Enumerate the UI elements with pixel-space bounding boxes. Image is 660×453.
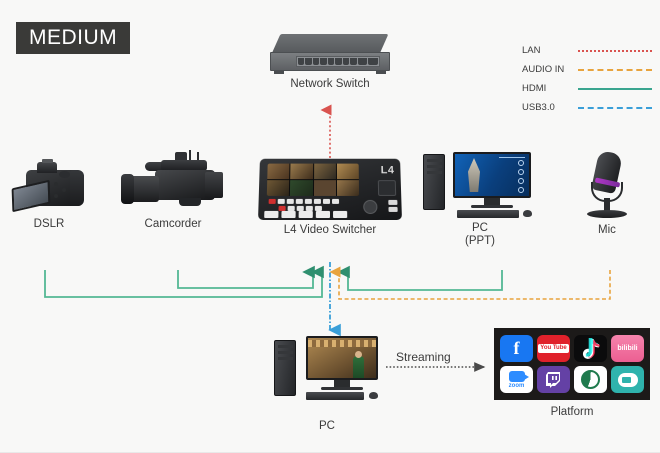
zoom-icon[interactable]: zoom <box>500 366 533 393</box>
wecast-icon[interactable] <box>574 366 607 393</box>
legend-item-hdmi: HDMI <box>522 79 652 98</box>
node-dslr[interactable]: DSLR <box>6 158 92 231</box>
legend-label-hdmi: HDMI <box>522 83 547 94</box>
legend-line-lan <box>578 50 652 52</box>
legend-item-lan: LAN <box>522 41 652 60</box>
node-label-camcorder: Camcorder <box>144 218 202 230</box>
facebook-icon[interactable]: f <box>500 335 533 362</box>
legend-line-audio-in <box>578 69 652 71</box>
node-pc[interactable]: PC <box>272 336 382 433</box>
node-label-mic: Mic <box>598 224 616 236</box>
node-pc-ppt[interactable]: PC (PPT) <box>420 150 540 248</box>
bilibili-glyph: bilibili <box>617 345 638 352</box>
youtube-glyph: You Tube <box>538 344 569 353</box>
twitch-icon[interactable] <box>537 366 570 393</box>
wire-hdmi-dslr-to-switcher <box>44 265 324 298</box>
legend-line-hdmi <box>578 88 652 90</box>
node-mic[interactable]: Mic <box>570 149 644 237</box>
cloud-glyph <box>617 372 638 387</box>
node-label-l4-video-switcher: L4 Video Switcher <box>283 224 377 236</box>
legend-label-usb30: USB3.0 <box>522 102 555 113</box>
node-label-platform: Platform <box>550 406 594 418</box>
zoom-camera-glyph <box>508 370 529 382</box>
twitch-glyph <box>546 371 560 388</box>
video-switcher-icon: L4 <box>258 158 402 221</box>
node-l4-video-switcher[interactable]: L4 L4 Video Switcher <box>256 158 404 237</box>
legend-label-audio-in: AUDIO IN <box>522 64 565 75</box>
node-network-switch[interactable]: Network Switch <box>252 34 408 91</box>
node-label-dslr: DSLR <box>33 218 65 230</box>
camcorder-icon <box>121 150 225 214</box>
wire-hdmi-pcppt-to-switcher <box>337 265 503 291</box>
switcher-logo: L4 <box>380 164 395 177</box>
node-label-pc-ppt: PC (PPT) <box>464 222 496 248</box>
legend-item-audio-in: AUDIO IN <box>522 60 652 79</box>
cloud-icon[interactable] <box>611 366 644 393</box>
legend-label-lan: LAN <box>522 45 541 56</box>
facebook-glyph: f <box>513 337 520 358</box>
tiktok-icon[interactable] <box>574 335 607 362</box>
node-label-network-switch: Network Switch <box>290 78 370 90</box>
platform-app-grid: f You Tube bilibili zoom <box>494 328 650 400</box>
pc-icon <box>272 336 390 404</box>
wire-hdmi-camcorder-to-switcher <box>177 265 315 289</box>
youtube-icon[interactable]: You Tube <box>537 335 570 362</box>
microphone-icon <box>575 149 639 220</box>
node-label-pc: PC <box>319 420 335 432</box>
zoom-wordmark: zoom <box>508 382 525 389</box>
bilibili-icon[interactable]: bilibili <box>611 335 644 362</box>
streaming-label: Streaming <box>396 350 451 364</box>
node-platform[interactable]: f You Tube bilibili zoom <box>494 328 650 419</box>
legend-line-usb30 <box>578 107 652 109</box>
wecast-glyph <box>581 370 600 389</box>
medium-badge: MEDIUM <box>16 22 131 54</box>
network-switch-icon <box>270 34 390 74</box>
node-camcorder[interactable]: Camcorder <box>118 150 228 231</box>
legend-item-usb30: USB3.0 <box>522 98 652 117</box>
pc-ppt-icon <box>421 150 539 218</box>
switcher-multiview <box>266 163 360 196</box>
wire-audio-mic-to-switcher <box>329 266 611 300</box>
dslr-camera-icon <box>10 158 88 214</box>
legend: LAN AUDIO IN HDMI USB3.0 <box>522 41 652 117</box>
tiktok-note-glyph <box>582 337 600 359</box>
